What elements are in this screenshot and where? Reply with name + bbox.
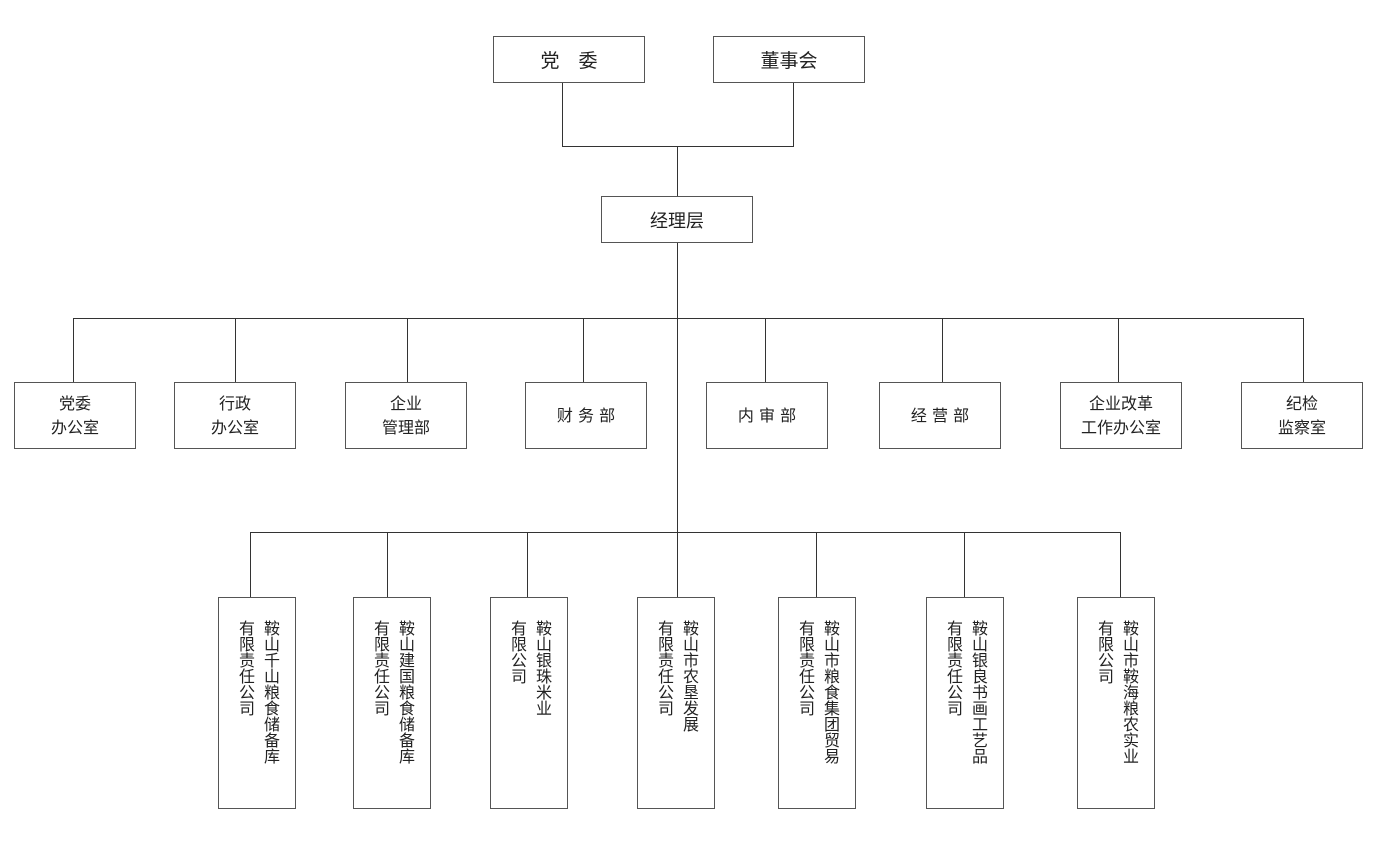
party-committee-box: 党 委 (493, 36, 645, 83)
dept-label-line2: 监察室 (1277, 417, 1326, 437)
company-name: 鞍山银珠米业 (533, 620, 552, 716)
dept-party-office: 党委 办公室 (14, 382, 136, 449)
company-name: 鞍山银良书画工艺品 (969, 620, 988, 764)
company-type: 有限责任公司 (371, 620, 390, 716)
dept-label-line1: 财 务 部 (556, 405, 616, 425)
company-name: 鞍山市鞍海粮农实业 (1120, 620, 1139, 764)
dept-label-line2: 工作办公室 (1080, 417, 1161, 437)
company-name: 鞍山市粮食集团贸易 (821, 620, 840, 764)
dept-label-line2: 办公室 (50, 417, 99, 437)
dept-label-line1: 纪检 (1285, 393, 1318, 413)
management-box: 经理层 (601, 196, 753, 243)
board-label: 董事会 (760, 50, 818, 72)
company-type: 有限责任公司 (655, 620, 674, 716)
company-yinzhu-rice: 鞍山银珠米业 有限公司 (490, 597, 568, 809)
company-jianguo-grain-reserve: 鞍山建国粮食储备库 有限责任公司 (353, 597, 431, 809)
dept-finance: 财 务 部 (525, 382, 647, 449)
dept-reform-office: 企业改革 工作办公室 (1060, 382, 1182, 449)
dept-operations: 经 营 部 (879, 382, 1001, 449)
party-committee-label: 党 委 (540, 50, 598, 72)
dept-label-line1: 企业 (389, 393, 422, 413)
dept-label-line2: 办公室 (210, 417, 259, 437)
dept-label-line1: 党委 (58, 393, 91, 413)
dept-admin-office: 行政 办公室 (174, 382, 296, 449)
dept-enterprise-management: 企业 管理部 (345, 382, 467, 449)
company-qianshan-grain-reserve: 鞍山千山粮食储备库 有限责任公司 (218, 597, 296, 809)
company-name: 鞍山千山粮食储备库 (261, 620, 280, 764)
company-anhai-grain-industry: 鞍山市鞍海粮农实业 有限公司 (1077, 597, 1155, 809)
company-grain-group-trade: 鞍山市粮食集团贸易 有限责任公司 (778, 597, 856, 809)
company-type: 有限责任公司 (796, 620, 815, 716)
company-nongken-development: 鞍山市农垦发展 有限责任公司 (637, 597, 715, 809)
company-type: 有限责任公司 (236, 620, 255, 716)
company-type: 有限公司 (508, 620, 527, 684)
dept-label-line1: 企业改革 (1088, 393, 1153, 413)
company-name: 鞍山市农垦发展 (680, 620, 699, 732)
company-yinliang-crafts: 鞍山银良书画工艺品 有限责任公司 (926, 597, 1004, 809)
management-label: 经理层 (650, 210, 704, 232)
board-box: 董事会 (713, 36, 865, 83)
dept-label-line2: 管理部 (381, 417, 430, 437)
dept-label-line1: 内 审 部 (737, 405, 797, 425)
company-name: 鞍山建国粮食储备库 (396, 620, 415, 764)
dept-label-line1: 行政 (218, 393, 251, 413)
dept-discipline-inspection: 纪检 监察室 (1241, 382, 1363, 449)
company-type: 有限责任公司 (944, 620, 963, 716)
dept-label-line1: 经 营 部 (910, 405, 970, 425)
dept-internal-audit: 内 审 部 (706, 382, 828, 449)
company-type: 有限公司 (1095, 620, 1114, 684)
